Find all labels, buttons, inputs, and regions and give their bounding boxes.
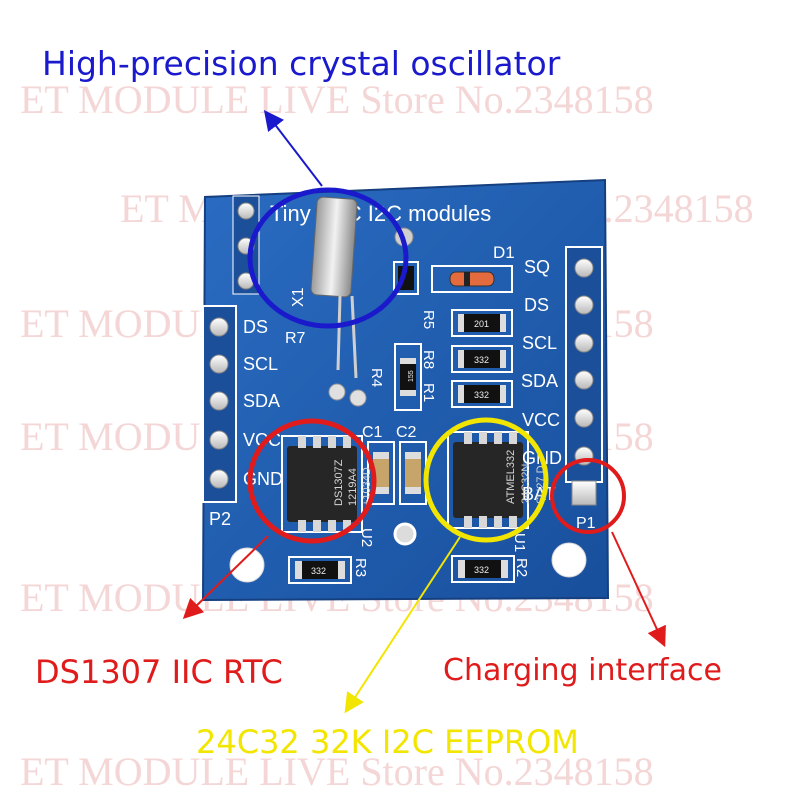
r8-label: R8 [420, 350, 437, 369]
p2-pin-ds: DS [243, 317, 268, 337]
c1-label: C1 [362, 424, 383, 441]
p1-pin-sda: SDA [521, 371, 558, 391]
p1-header: SQ DS SCL SDA VCC GND BAT P1 [521, 246, 603, 532]
diode-d1: D1 [431, 243, 515, 293]
bottom-resistors: 332 R3 332 R2 [288, 555, 530, 584]
p1-pin-vcc: VCC [522, 410, 560, 430]
mounting-hole-left [229, 547, 265, 583]
p1-pin-scl: SCL [522, 333, 557, 353]
r332a-code: 332 [474, 355, 489, 365]
capacitors: C1 C2 [362, 424, 427, 505]
crystal-oscillator: X1 [290, 196, 414, 407]
eeprom-arrow [344, 536, 461, 714]
eeprom-caption: 24C32 32K I2C EEPROM [196, 723, 579, 761]
d1-label: D1 [493, 243, 515, 262]
r332d-code: 332 [474, 565, 489, 575]
rtc-highlight-ring [247, 418, 377, 544]
rtc-chip-marking-1: DS1307Z [333, 459, 345, 506]
charging-caption: Charging interface [443, 653, 722, 688]
eeprom-highlight-ring [423, 417, 549, 543]
bat-square-pad [571, 480, 597, 506]
p2-pin-scl: SCL [243, 354, 278, 374]
p1-pin-ds: DS [524, 295, 549, 315]
via-center [393, 522, 417, 546]
mounting-hole-right [551, 542, 587, 578]
r332c-code: 332 [311, 566, 326, 576]
p1-pin-sq: SQ [524, 257, 550, 277]
charging-arrow [611, 531, 666, 648]
r2-label: R2 [513, 558, 530, 577]
smd-resistors: 201 332 332 155 R5 R8 R1 R4 R7 [285, 261, 513, 411]
p2-label: P2 [209, 509, 231, 529]
r4-label: R4 [368, 368, 385, 387]
r155-code: 155 [408, 370, 415, 382]
p2-header: DS SCL SDA VCC GND P2 [202, 305, 283, 529]
oscillator-caption: High-precision crystal oscillator [42, 44, 561, 83]
r7-label: R7 [285, 330, 306, 347]
charging-highlight-ring [550, 458, 626, 534]
eeprom-chip-marking-1: ATMEL332 [505, 450, 517, 504]
eeprom-chip-marking-2: 24C32N [520, 464, 532, 504]
oscillator-arrow [263, 110, 323, 187]
r201-code: 201 [474, 319, 489, 329]
r1-label: R1 [420, 383, 437, 402]
watermark-6: ET MODULE LIVE Store No.2348158 [20, 749, 654, 794]
p2-pin-sda: SDA [243, 391, 280, 411]
x1-label: X1 [290, 287, 307, 307]
r3a-label: R3 [352, 558, 369, 577]
watermark-1: ET MODULE LIVE Store No.2348158 [20, 77, 654, 122]
pcb-board: Tiny RTC I2C modules DS SCL SDA VCC GND … [201, 178, 610, 602]
u1-label: U1 [511, 533, 528, 552]
p2-pin-gnd: GND [243, 469, 283, 489]
u2-label: U2 [358, 528, 375, 547]
rtc-chip-marking-2: 1219A4 [347, 468, 359, 506]
rtc-caption: DS1307 IIC RTC [35, 653, 283, 691]
rtc-arrow [182, 535, 269, 619]
p1-label: P1 [576, 515, 596, 532]
r332b-code: 332 [474, 390, 489, 400]
r5-label: R5 [420, 310, 437, 329]
c2-label: C2 [396, 424, 417, 441]
oscillator-highlight-ring [247, 187, 409, 329]
